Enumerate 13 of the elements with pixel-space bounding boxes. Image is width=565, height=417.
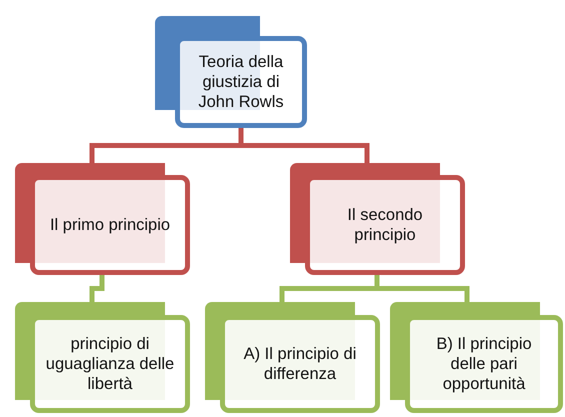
- process-box: [205, 302, 380, 413]
- process-box: [155, 16, 307, 128]
- box-label: principio di uguaglianza delle libertà: [30, 315, 190, 413]
- box-label: Il secondo principio: [305, 175, 465, 275]
- process-box: [15, 163, 190, 275]
- process-box: [15, 302, 190, 413]
- box-label: Il primo principio: [30, 175, 190, 275]
- process-box: [390, 302, 563, 413]
- box-label: Teoria della giustizia di John Rowls: [175, 36, 307, 128]
- box-label: A) Il principio di differenza: [220, 315, 380, 413]
- process-box: [290, 163, 465, 275]
- connector-line: [90, 275, 104, 302]
- box-label: B) Il principio delle pari opportunità: [405, 315, 563, 413]
